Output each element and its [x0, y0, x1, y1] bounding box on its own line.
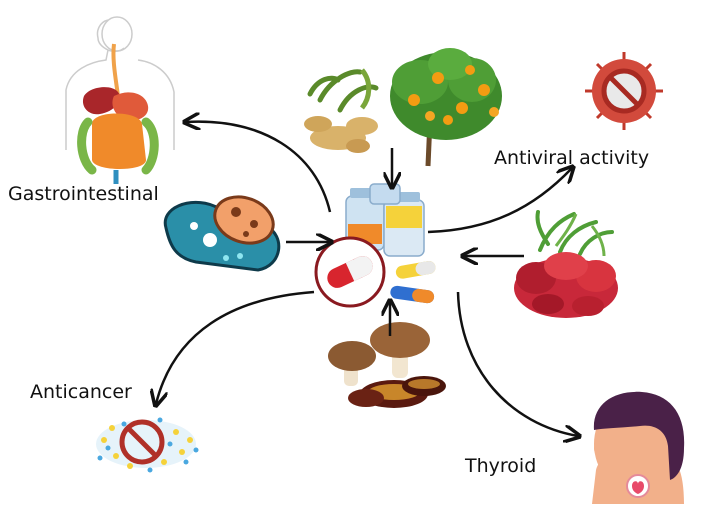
label-antiviral-activity: Antiviral activity: [494, 147, 650, 169]
label-gastrointestinal: Gastrointestinal: [8, 183, 159, 205]
virus-prohibited-icon: [585, 52, 663, 130]
digestive-system-icon: [65, 16, 175, 184]
label-thyroid: Thyroid: [465, 455, 537, 477]
capsules-icon: [314, 236, 436, 308]
arrow-to-gastrointestinal: [186, 122, 332, 213]
arrow-to-anticancer: [156, 290, 315, 404]
bacteria-icon: [163, 195, 281, 272]
connector-arrows: [156, 122, 578, 436]
arrow-to-antiviral: [427, 168, 572, 234]
thyroid-person-icon: [592, 391, 685, 504]
red-seaweed-icon: [514, 210, 618, 318]
ginger-citrus-plants-icon: [304, 48, 502, 167]
cancer-cells-prohibited-icon: [96, 417, 199, 473]
arrow-to-thyroid: [456, 291, 578, 436]
mushrooms-icon: [328, 322, 446, 408]
label-anticancer: Anticancer: [30, 381, 132, 403]
supplement-bottles-icon: [345, 183, 425, 257]
